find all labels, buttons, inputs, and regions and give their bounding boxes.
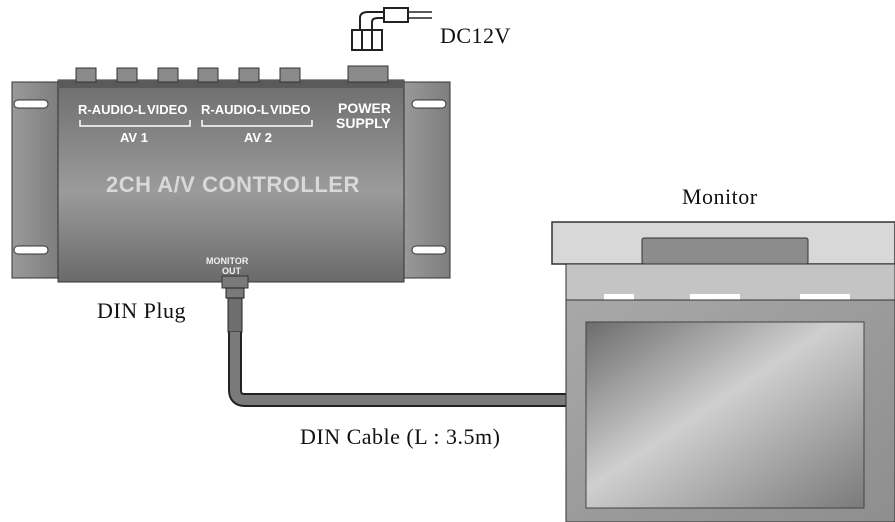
monitor-device <box>551 221 895 522</box>
av2-group-label: AV 2 <box>244 130 272 145</box>
av1-group-label: AV 1 <box>120 130 148 145</box>
right-mounting-flange <box>401 81 451 279</box>
monitor-out-connector <box>221 275 249 289</box>
din-cable <box>228 332 572 407</box>
din-cable-label: DIN Cable (L : 3.5m) <box>300 424 501 449</box>
monitor-screen <box>585 321 865 509</box>
av2-video-label: VIDEO <box>270 102 311 117</box>
power-supply-connector <box>347 65 389 83</box>
av1-audio-label: R-AUDIO-L <box>78 102 146 117</box>
dc12v-power-plug <box>351 7 432 51</box>
rca-connectors <box>75 67 301 83</box>
monitor-out-label-line1: MONITOR <box>206 256 249 266</box>
av1-video-label: VIDEO <box>147 102 188 117</box>
power-label-line2: SUPPLY <box>336 115 391 131</box>
din-plug-label: DIN Plug <box>97 298 186 323</box>
monitor-out-label-line2: OUT <box>222 266 241 276</box>
din-plug <box>225 287 245 333</box>
monitor-label: Monitor <box>682 184 758 209</box>
power-label-line1: POWER <box>338 100 391 116</box>
av2-audio-label: R-AUDIO-L <box>201 102 269 117</box>
controller-title: 2CH A/V CONTROLLER <box>106 172 360 197</box>
dc12v-label: DC12V <box>440 23 511 48</box>
av-controller-box <box>11 65 451 289</box>
left-mounting-flange <box>11 81 59 279</box>
